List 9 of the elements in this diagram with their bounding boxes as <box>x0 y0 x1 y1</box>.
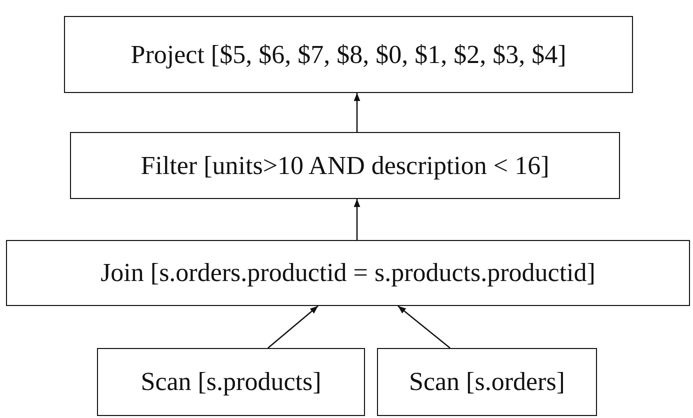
arrow <box>354 199 360 240</box>
arrow <box>398 306 450 348</box>
operator-box: Filter [units>10 AND description < 16] <box>70 132 620 199</box>
operator-box: Project [$5, $6, $7, $8, $0, $1, $2, $3, $4] <box>64 16 633 93</box>
operator-box: Join [s.orders.productid = s.products.productid] <box>6 240 690 306</box>
arrow <box>354 93 360 132</box>
arrow <box>268 306 318 348</box>
operator-box: Scan [s.products] <box>97 348 365 416</box>
operator-box: Scan [s.orders] <box>377 348 597 416</box>
